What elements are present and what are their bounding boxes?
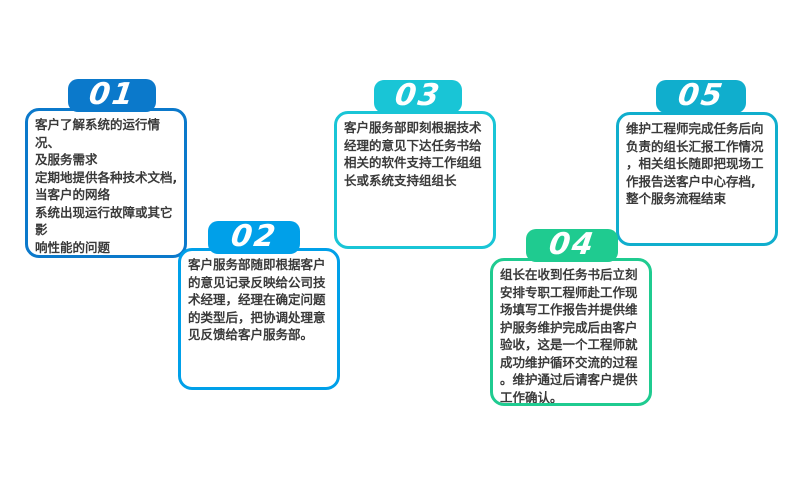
step-number-03: 03 (392, 77, 444, 113)
step-number-04: 04 (546, 226, 598, 262)
step-text-panel-01: 客户了解系统的运行情况、 及服务需求 定期地提供各种技术文档, 当客户的网络 系… (25, 108, 187, 258)
step-number-badge-03: 03 (374, 77, 462, 113)
step-number-05: 05 (675, 77, 727, 113)
step-text-panel-05: 维护工程师完成任务后向 负责的组长汇报工作情况 ，相关组长随即把现场工 作报告送… (616, 112, 778, 246)
step-text-panel-02: 客户服务部随即根据客户 的意见记录反映给公司技 术经理，经理在确定问题 的类型后… (178, 248, 340, 390)
step-text-panel-03: 客户服务部即刻根据技术 经理的意见下达任务书给 相关的软件支持工作组组 长或系统… (334, 111, 496, 249)
step-number-badge-01: 01 (68, 76, 156, 112)
step-text-panel-04: 组长在收到任务书后立刻 安排专职工程师赴工作现 场填写工作报告并提供维 护服务维… (490, 258, 652, 406)
step-number-badge-04: 04 (526, 226, 618, 262)
step-number-01: 01 (86, 76, 138, 112)
step-number-02: 02 (228, 218, 280, 254)
step-number-badge-02: 02 (208, 218, 300, 254)
step-number-badge-05: 05 (656, 77, 746, 113)
